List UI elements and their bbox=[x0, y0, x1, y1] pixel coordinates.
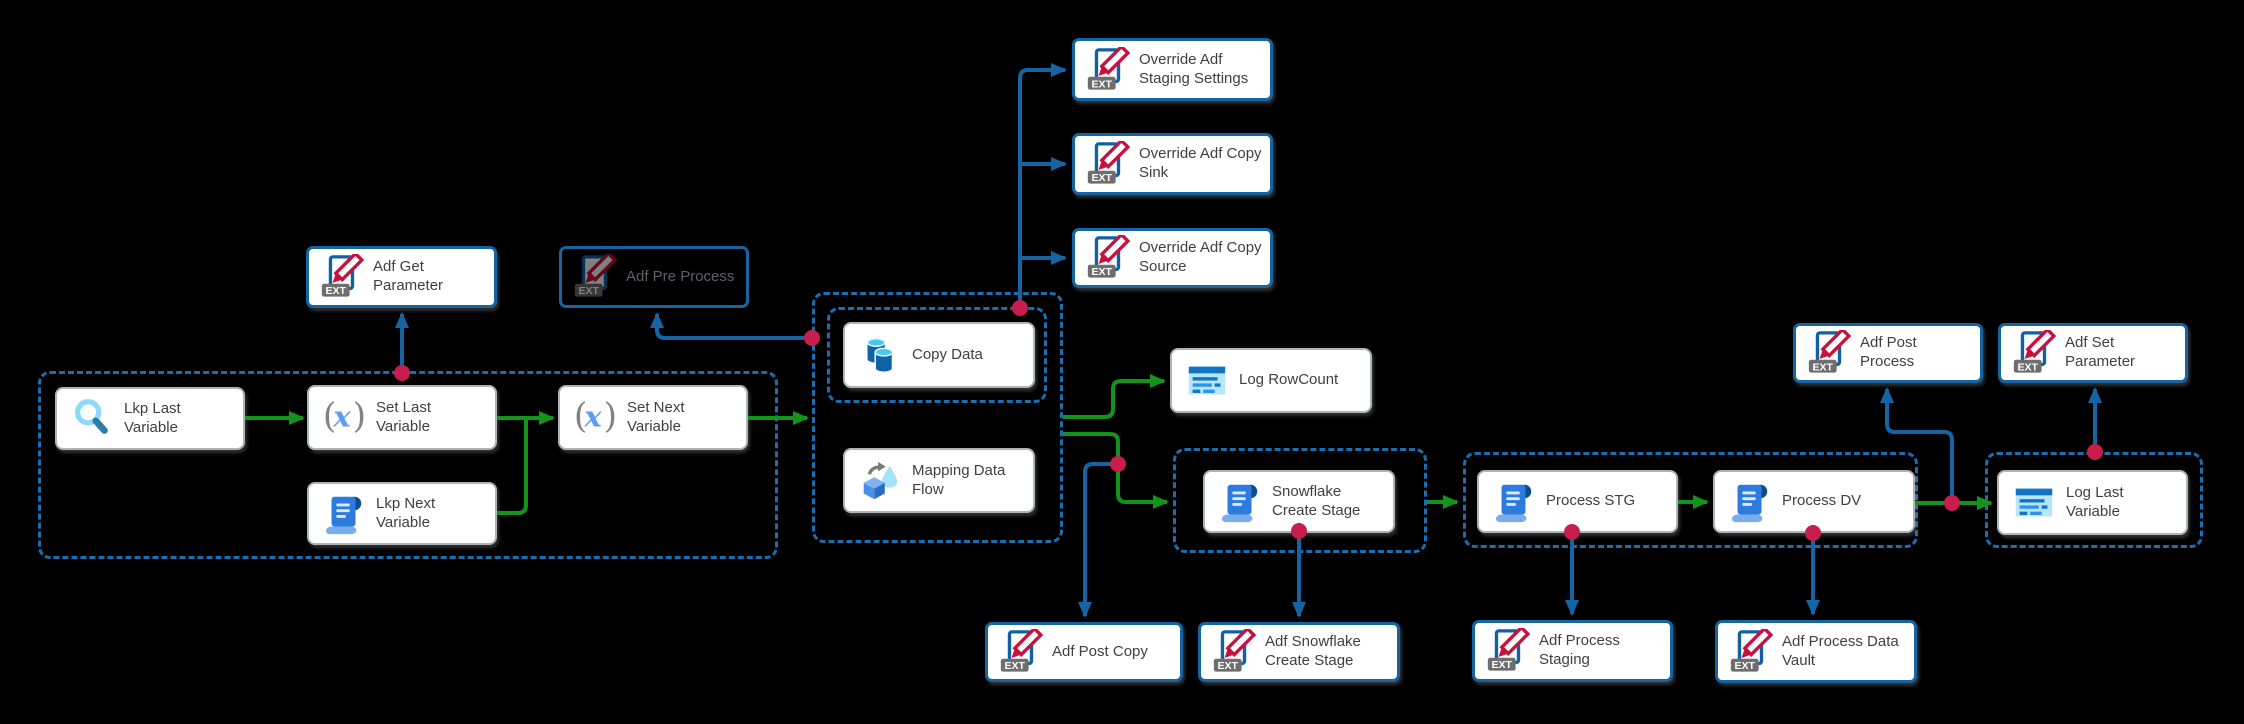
ext-document-pencil-icon: EXT bbox=[571, 254, 617, 300]
ext-document-pencil-icon: EXT bbox=[1084, 141, 1130, 187]
node-mapping-data-flow[interactable]: Mapping Data Flow bbox=[843, 448, 1035, 513]
node-label: Adf Pre Process bbox=[626, 267, 735, 285]
node-adf-snowflake-create-stage[interactable]: EXT Adf Snowflake Create Stage bbox=[1198, 622, 1400, 682]
ext-document-pencil-icon: EXT bbox=[1210, 629, 1256, 675]
svg-text:): ) bbox=[353, 396, 366, 436]
node-override-adf-copy-sink[interactable]: EXT Override Adf Copy Sink bbox=[1072, 133, 1273, 195]
node-label: Override Adf Copy Sink bbox=[1139, 145, 1262, 181]
node-adf-process-staging[interactable]: EXT Adf Process Staging bbox=[1472, 620, 1673, 682]
node-copy-data[interactable]: Copy Data bbox=[843, 322, 1035, 388]
set-variable-icon: (x) bbox=[321, 395, 367, 441]
node-label: Set Next Variable bbox=[627, 398, 685, 435]
ext-document-pencil-icon: EXT bbox=[1727, 628, 1773, 675]
group-copy-data-inner[interactable] bbox=[827, 307, 1047, 403]
group-copy-activities[interactable] bbox=[812, 292, 1063, 543]
node-label: Mapping Data Flow bbox=[912, 461, 1006, 498]
node-label: Lkp Last Variable bbox=[124, 399, 181, 436]
ext-document-pencil-icon: EXT bbox=[1084, 46, 1130, 93]
scroll-icon bbox=[1491, 479, 1537, 525]
connector-to-adf-post-copy bbox=[1078, 462, 1118, 618]
log-table-icon bbox=[1184, 358, 1230, 404]
svg-text:EXT: EXT bbox=[325, 285, 346, 297]
scroll-icon bbox=[1727, 479, 1773, 525]
node-label: Set Last Variable bbox=[376, 398, 432, 435]
node-label: Log RowCount bbox=[1239, 371, 1339, 389]
node-log-rowcount[interactable]: Log RowCount bbox=[1170, 348, 1372, 413]
node-override-adf-copy-source[interactable]: EXT Override Adf Copy Source bbox=[1072, 228, 1273, 288]
node-label: Copy Data bbox=[912, 345, 983, 363]
connection-dot bbox=[1110, 456, 1126, 472]
svg-text:EXT: EXT bbox=[1091, 78, 1112, 90]
svg-text:EXT: EXT bbox=[1491, 659, 1512, 671]
node-label: Adf Post Copy bbox=[1052, 642, 1148, 660]
connection-dot bbox=[1944, 495, 1960, 511]
node-label: Adf Get Parameter bbox=[373, 258, 444, 294]
node-label: Adf Set Parameter bbox=[2065, 334, 2136, 370]
lookup-icon bbox=[69, 396, 115, 442]
copy-data-icon bbox=[857, 332, 903, 378]
svg-text:x: x bbox=[583, 399, 602, 433]
node-log-last-variable[interactable]: Log Last Variable bbox=[1997, 470, 2188, 535]
scroll-icon bbox=[1217, 479, 1263, 525]
svg-text:EXT: EXT bbox=[1091, 266, 1112, 278]
ext-document-pencil-icon: EXT bbox=[1084, 235, 1130, 281]
svg-text:EXT: EXT bbox=[1004, 660, 1025, 672]
connector-copy-group-to-log-rowcount bbox=[1063, 374, 1166, 419]
node-set-next-variable[interactable]: (x) Set Next Variable bbox=[558, 385, 748, 450]
data-flow-icon bbox=[857, 458, 903, 504]
ext-document-pencil-icon: EXT bbox=[2010, 330, 2056, 376]
node-adf-get-parameter[interactable]: EXT Adf Get Parameter bbox=[306, 246, 497, 308]
set-variable-icon: (x) bbox=[572, 395, 618, 441]
node-label: Snowflake Create Stage bbox=[1272, 482, 1361, 519]
node-process-stg[interactable]: Process STG bbox=[1477, 470, 1678, 533]
svg-text:EXT: EXT bbox=[1812, 361, 1833, 373]
node-process-dv[interactable]: Process DV bbox=[1713, 470, 1915, 533]
node-label: Adf Process Staging bbox=[1539, 632, 1620, 668]
svg-text:EXT: EXT bbox=[1217, 660, 1238, 672]
scroll-icon bbox=[321, 491, 367, 537]
svg-text:EXT: EXT bbox=[2017, 361, 2038, 373]
node-label: Lkp Next Variable bbox=[376, 494, 436, 531]
node-label: Process STG bbox=[1546, 492, 1636, 510]
node-override-adf-staging-settings[interactable]: EXT Override Adf Staging Settings bbox=[1072, 38, 1273, 101]
node-label: Process DV bbox=[1782, 492, 1862, 510]
node-adf-process-data-vault[interactable]: EXT Adf Process Data Vault bbox=[1715, 620, 1917, 683]
node-label: Adf Post Process bbox=[1860, 334, 1917, 370]
node-lkp-last-variable[interactable]: Lkp Last Variable bbox=[55, 387, 245, 450]
node-label: Adf Process Data Vault bbox=[1782, 632, 1899, 669]
ext-document-pencil-icon: EXT bbox=[1484, 628, 1530, 674]
svg-text:EXT: EXT bbox=[1091, 172, 1112, 184]
svg-text:EXT: EXT bbox=[578, 285, 599, 297]
node-set-last-variable[interactable]: (x) Set Last Variable bbox=[307, 385, 497, 450]
ext-document-pencil-icon: EXT bbox=[318, 254, 364, 300]
ext-document-pencil-icon: EXT bbox=[1805, 330, 1851, 376]
ext-document-pencil-icon: EXT bbox=[997, 629, 1043, 675]
connector-to-adf-pre-process bbox=[650, 312, 812, 340]
node-adf-post-process[interactable]: EXT Adf Post Process bbox=[1793, 323, 1983, 383]
log-table-icon bbox=[2011, 480, 2057, 526]
node-label: Override Adf Copy Source bbox=[1139, 239, 1262, 275]
node-adf-pre-process[interactable]: EXT Adf Pre Process bbox=[559, 246, 749, 308]
svg-text:(: ( bbox=[574, 396, 587, 436]
node-label: Adf Snowflake Create Stage bbox=[1265, 633, 1361, 669]
svg-text:x: x bbox=[332, 399, 351, 433]
connector-copy-group-to-snowflake-group bbox=[1063, 432, 1169, 509]
node-label: Override Adf Staging Settings bbox=[1139, 50, 1249, 87]
node-snowflake-create-stage[interactable]: Snowflake Create Stage bbox=[1203, 470, 1395, 533]
connector-to-override-staging-settings bbox=[1018, 63, 1067, 308]
svg-text:EXT: EXT bbox=[1734, 660, 1755, 672]
node-lkp-next-variable[interactable]: Lkp Next Variable bbox=[307, 482, 497, 545]
node-adf-post-copy[interactable]: EXT Adf Post Copy bbox=[985, 622, 1183, 682]
svg-text:(: ( bbox=[323, 396, 336, 436]
node-label: Log Last Variable bbox=[2066, 483, 2124, 520]
svg-text:): ) bbox=[604, 396, 617, 436]
node-adf-set-parameter[interactable]: EXT Adf Set Parameter bbox=[1998, 323, 2188, 383]
